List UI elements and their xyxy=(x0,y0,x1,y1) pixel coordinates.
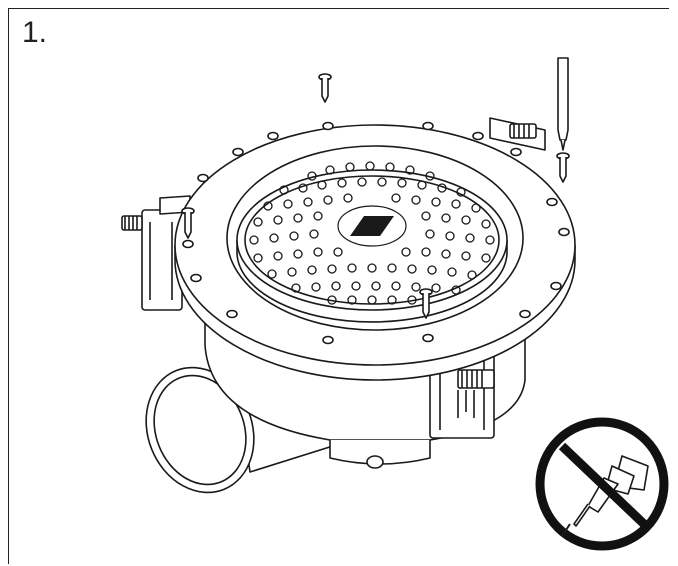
screw-icon xyxy=(181,207,195,239)
grating-icon xyxy=(236,161,508,323)
step-frame xyxy=(8,8,669,564)
no-power-drill-icon xyxy=(535,417,669,551)
flange-holes xyxy=(182,121,570,345)
screw-icon xyxy=(318,73,332,103)
left-clamp-icon xyxy=(121,195,191,311)
grating-slots xyxy=(249,161,495,305)
back-clamp-icon xyxy=(489,117,546,151)
step-number: 1. xyxy=(22,16,48,49)
screw-icon xyxy=(419,288,433,319)
screw-icon xyxy=(556,152,570,183)
screwdriver-icon xyxy=(557,57,569,151)
